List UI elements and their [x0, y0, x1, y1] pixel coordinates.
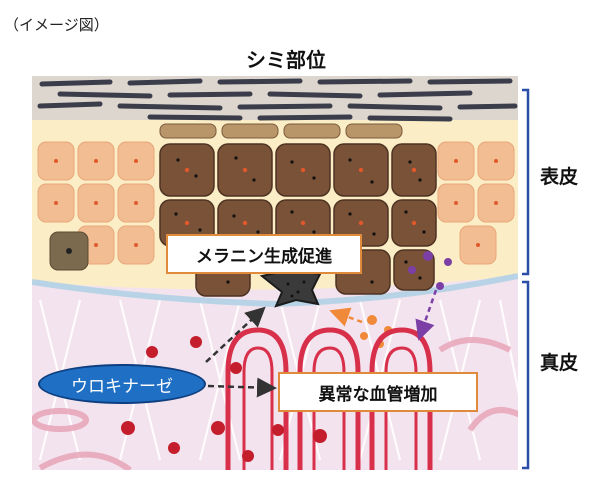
melanin-production-box: メラニン生成促進	[166, 234, 362, 274]
arrow-orange	[329, 307, 363, 327]
collagen-fibers	[32, 337, 518, 470]
dermis-label: 真皮	[540, 352, 579, 374]
diagram-title: シミ部位	[246, 48, 326, 72]
urokinase-ellipse: ウロキナーゼ	[38, 364, 206, 404]
arrow-to-vessel	[207, 377, 277, 398]
purple-signals	[408, 251, 452, 290]
abnormal-vessel-box: 異常な血管増加	[278, 372, 478, 412]
dermis-bracket	[522, 280, 530, 470]
granular-layer	[159, 123, 403, 139]
pigment-nuclei	[184, 167, 417, 226]
nuclei-dots	[54, 159, 498, 247]
epidermis-bracket	[522, 88, 530, 276]
arrow-to-melanocyte	[205, 306, 266, 363]
arrow-purple	[415, 289, 438, 341]
epidermis-label: 表皮	[540, 166, 579, 188]
blood-vessels	[225, 327, 433, 470]
urokinase-particles	[121, 336, 327, 462]
image-note: （イメージ図）	[4, 16, 109, 34]
corneum-flakes	[37, 78, 518, 122]
basement-membrane	[32, 273, 518, 308]
